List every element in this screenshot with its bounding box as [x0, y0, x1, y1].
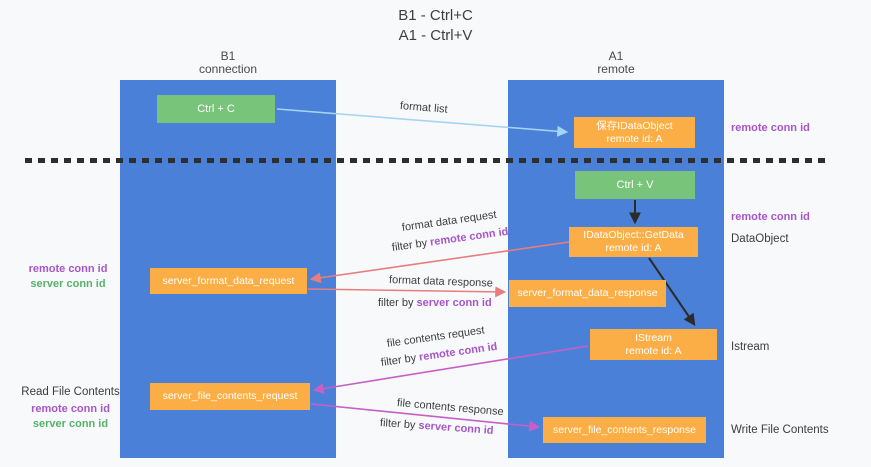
file-contents-response-filter-label: filter by server conn id — [380, 417, 494, 437]
b1-name: B1 — [220, 49, 236, 63]
getdata-box: IDataObject::GetData remote id: A — [569, 227, 698, 257]
filter-by-text: filter by — [378, 297, 417, 309]
left-server-conn-id-bottom: server conn id — [32, 418, 109, 430]
istream-box: IStream remote id: A — [590, 329, 717, 360]
server-conn-id-text: server conn id — [416, 297, 492, 309]
ctrl-c-label: Ctrl + C — [197, 102, 235, 115]
server-conn-id-text: server conn id — [418, 419, 494, 437]
istream-line2: remote id: A — [625, 344, 682, 357]
ctrl-c-box: Ctrl + C — [157, 95, 275, 123]
remote-conn-id-text: remote conn id — [418, 340, 499, 364]
format-data-response-arrow — [307, 286, 507, 298]
filter-by-text: filter by — [379, 417, 419, 432]
save-idataobject-text: 保存IDataObject remote id: A — [596, 120, 672, 146]
server-format-data-request-box: server_format_data_request — [150, 268, 307, 294]
filter-by-text: filter by — [391, 236, 431, 254]
left-conn-id-group-top: remote conn id server conn id — [18, 262, 118, 292]
format-list-label: format list — [399, 100, 449, 116]
server-file-contents-request-box: server_file_contents_request — [150, 383, 310, 410]
istream-side-label: Istream — [731, 341, 770, 353]
right-remote-conn-id-mid: remote conn id — [731, 211, 810, 223]
server-file-contents-response-label: server_file_contents_response — [552, 423, 696, 436]
server-file-contents-request-label: server_file_contents_request — [162, 390, 298, 402]
format-data-response-filter-label: filter by server conn id — [378, 297, 492, 309]
dataobject-label: DataObject — [731, 233, 789, 245]
save-idataobject-line1: 保存IDataObject — [596, 119, 673, 132]
istream-line1: IStream — [635, 331, 672, 344]
remote-conn-id-text: remote conn id — [429, 225, 510, 249]
ctrl-v-box: Ctrl + V — [575, 171, 695, 199]
server-format-data-request-label: server_format_data_request — [162, 274, 295, 287]
a1-name: A1 — [608, 49, 624, 63]
left-remote-conn-id-bottom: remote conn id — [31, 403, 110, 415]
server-format-data-response-label: server_format_data_response — [517, 287, 658, 299]
read-file-contents-label: Read File Contents — [21, 386, 120, 398]
getdata-line1: IDataObject::GetData — [583, 229, 684, 241]
server-file-contents-response-box: server_file_contents_response — [543, 417, 706, 443]
left-remote-conn-id-top: remote conn id — [28, 263, 108, 275]
getdata-text: IDataObject::GetData remote id: A — [583, 229, 683, 255]
server-format-data-response-box: server_format_data_response — [509, 280, 666, 307]
title-line-2: A1 - Ctrl+V — [398, 27, 473, 44]
diagram-title: B1 - Ctrl+C A1 - Ctrl+V — [0, 6, 871, 46]
b1-column-header: B1 connection — [120, 50, 336, 76]
a1-role: remote — [597, 62, 635, 76]
right-remote-conn-id-top: remote conn id — [731, 122, 810, 134]
format-data-response-label: format data response — [388, 274, 494, 290]
left-server-conn-id-top: server conn id — [30, 278, 106, 290]
write-file-contents-label: Write File Contents — [731, 424, 829, 436]
phase-separator-dashed-line — [25, 158, 831, 163]
a1-column-header: A1 remote — [508, 50, 724, 76]
save-idataobject-line2: remote id: A — [606, 132, 663, 145]
b1-role: connection — [198, 62, 258, 76]
filter-by-text: filter by — [380, 351, 420, 369]
title-line-1: B1 - Ctrl+C — [398, 7, 473, 24]
getdata-line2: remote id: A — [605, 242, 662, 254]
istream-text: IStream remote id: A — [625, 332, 681, 358]
save-idataobject-box: 保存IDataObject remote id: A — [574, 117, 695, 148]
file-contents-response-label: file contents response — [396, 397, 505, 419]
ctrl-v-label: Ctrl + V — [616, 178, 654, 191]
left-conn-id-group-bottom: Read File Contents remote conn id server… — [18, 385, 123, 432]
